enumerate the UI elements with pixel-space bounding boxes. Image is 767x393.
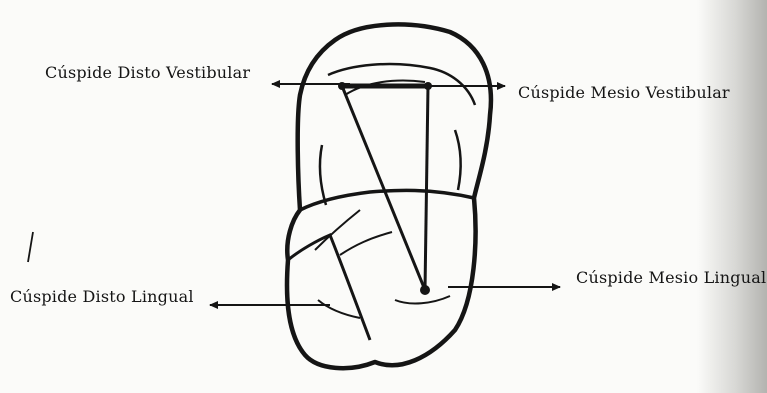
cusp-line-dv-ml: [342, 86, 425, 290]
groove-line-3: [315, 210, 360, 250]
groove-line-2: [455, 130, 461, 190]
cusp-tip-mesio-lingual: [420, 285, 430, 295]
groove-line-5: [395, 296, 450, 303]
cusp-line-mv-ml: [425, 86, 428, 290]
label-disto-lingual: Cúspide Disto Lingual: [10, 287, 194, 306]
pen-mark: [28, 232, 33, 262]
label-disto-vestibular: Cúspide Disto Vestibular: [45, 63, 250, 82]
groove-line-1: [320, 145, 326, 205]
groove-line-4: [340, 232, 392, 255]
distal-lobe-curve: [288, 235, 370, 340]
label-mesio-vestibular: Cúspide Mesio Vestibular: [518, 83, 730, 102]
groove-line-6: [318, 300, 360, 318]
label-mesio-lingual: Cúspide Mesio Lingual: [576, 268, 766, 287]
